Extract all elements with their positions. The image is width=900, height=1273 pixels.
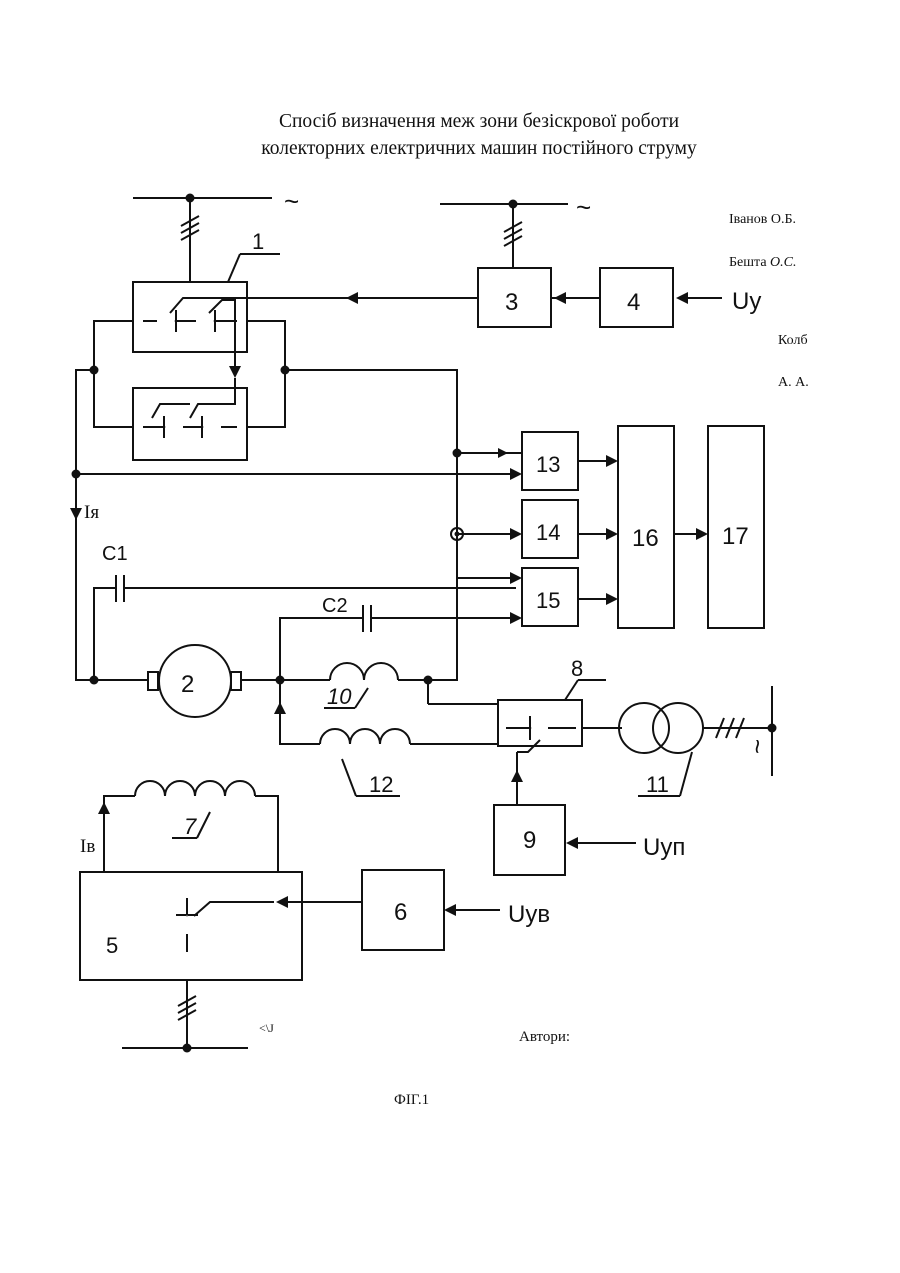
thyristor-converter-reverse — [133, 388, 247, 460]
block-10-label: 10 — [327, 684, 352, 709]
block-3-label: 3 — [505, 289, 518, 316]
ac-symbol-1: ~ — [284, 186, 299, 216]
block-1-label: 1 — [252, 229, 264, 254]
c1-label: C1 — [102, 543, 128, 565]
block-6-label: 6 — [394, 899, 407, 926]
field-current-label: Iв — [80, 836, 95, 857]
author-2-name: Бешта — [729, 255, 770, 270]
uy-label: Uy — [732, 288, 761, 315]
c2-label: C2 — [322, 595, 348, 617]
block-13-label: 13 — [536, 452, 560, 477]
uyp-label: Uyп — [643, 834, 685, 861]
block-15-label: 15 — [536, 588, 560, 613]
block-11-label: 11 — [646, 772, 669, 797]
figure-caption: ФІГ.1 — [394, 1092, 429, 1109]
ac-symbol-2: ~ — [576, 192, 591, 222]
authors-label: Автори: — [519, 1029, 570, 1046]
block-2-label: 2 — [181, 671, 194, 698]
block-14-label: 14 — [536, 520, 560, 545]
uyv-label: Uyв — [508, 901, 550, 928]
author-1: Іванов О.Б. — [729, 212, 796, 228]
transformer-11-secondary — [653, 703, 703, 753]
ac-symbol-3: ~ — [742, 739, 772, 754]
block-12-label: 12 — [369, 772, 393, 797]
block-9-label: 9 — [523, 827, 536, 854]
author-3-initials: А. А. — [778, 375, 809, 391]
block-16-label: 16 — [632, 525, 659, 552]
block-8-label: 8 — [571, 656, 583, 681]
block-4-label: 4 — [627, 289, 640, 316]
block-5-label: 5 — [106, 933, 118, 958]
author-2: Бешта О.С. — [729, 255, 797, 271]
thyristor-converter-1 — [133, 282, 247, 352]
block-17-label: 17 — [722, 523, 749, 550]
author-3: Колб — [778, 333, 808, 349]
block-7-label: 7 — [184, 814, 197, 839]
author-2-initials: О.С. — [770, 255, 796, 270]
armature-current-label: Iя — [84, 502, 99, 523]
stray-mark: <\J — [259, 1021, 274, 1035]
motor-2 — [159, 645, 231, 717]
